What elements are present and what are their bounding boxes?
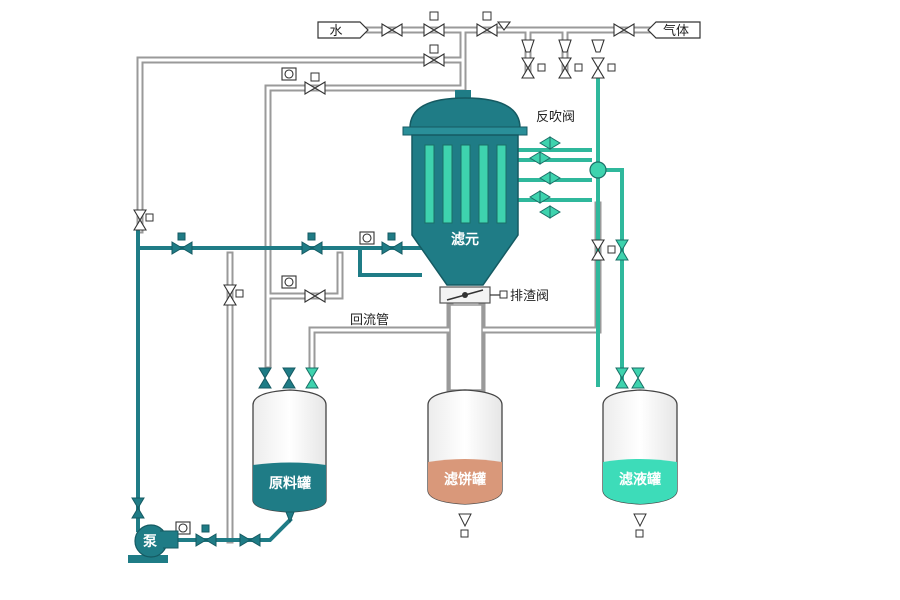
- backflush-valve-label: 反吹阀: [536, 110, 575, 125]
- filter-element-tubes: [424, 144, 507, 224]
- water-label: 水: [329, 24, 342, 39]
- grey-pipes: [136, 26, 659, 544]
- manifold-node: [589, 161, 607, 179]
- filter-cups: [496, 21, 605, 53]
- filtrate-tank-label: 滤液罐: [619, 471, 661, 488]
- grey-valves[interactable]: [133, 23, 635, 306]
- return-pipe-label: 回流管: [350, 313, 389, 328]
- discharge-chute: [449, 304, 483, 391]
- raw-tank-label: 原料罐: [269, 475, 311, 492]
- teal-valves[interactable]: [131, 241, 403, 547]
- backflush-valves[interactable]: [529, 136, 561, 219]
- cake-tank-label: 滤饼罐: [444, 471, 486, 488]
- raw-material-tank[interactable]: 原料罐: [252, 389, 327, 524]
- filter-cake-tank[interactable]: 滤饼罐: [427, 389, 503, 538]
- pump-label: 泵: [143, 534, 157, 550]
- actuator-stems: [145, 11, 616, 298]
- gauges: [175, 67, 375, 535]
- green-valves[interactable]: [305, 239, 645, 389]
- discharge-valve[interactable]: [439, 286, 508, 304]
- discharge-valve-label: 排渣阀: [510, 289, 549, 304]
- filter-element-label: 滤元: [451, 231, 479, 248]
- filter-vessel[interactable]: 滤元: [402, 90, 528, 286]
- gas-inlet[interactable]: 气体: [647, 21, 701, 39]
- water-inlet[interactable]: 水: [317, 21, 369, 39]
- teal-actuators: [177, 232, 396, 533]
- gas-label: 气体: [663, 23, 689, 39]
- pump[interactable]: 泵: [128, 524, 179, 563]
- filtrate-tank[interactable]: 滤液罐: [602, 389, 678, 538]
